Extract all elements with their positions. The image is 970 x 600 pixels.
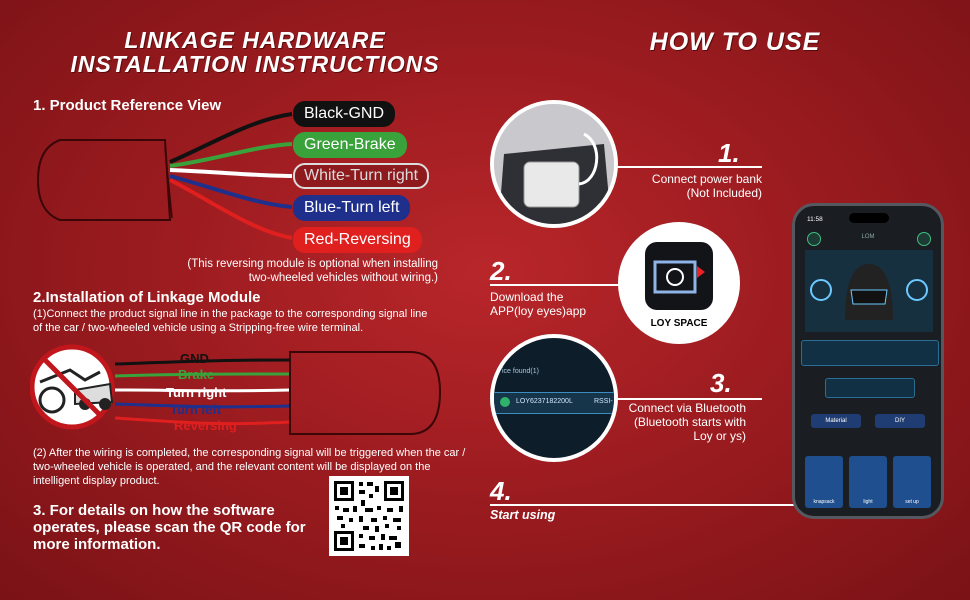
phone-bluetooth-button[interactable] — [807, 232, 821, 246]
bt-device-name: LOY6237182200L — [516, 398, 573, 405]
step4-number: 4. — [490, 476, 512, 506]
step1-text: Connect power bank (Not Included) — [651, 172, 762, 200]
phone-control-row[interactable] — [825, 378, 915, 398]
step4-text: Start using — [490, 508, 556, 522]
helmet-display — [805, 250, 933, 332]
app-icon-label: LOY SPACE — [650, 318, 708, 329]
wire-label-turn-right: Turn right — [166, 385, 227, 400]
step1-line — [614, 166, 762, 168]
power-bank-image — [490, 100, 618, 228]
phone-time: 11:58 — [807, 216, 823, 223]
installation-title: LINKAGE HARDWARE INSTALLATION INSTRUCTIO… — [70, 27, 440, 77]
bluetooth-screen-image: ice found(1) LOY6237182200L RSSI- — [490, 334, 618, 462]
phone-power-button[interactable] — [917, 232, 931, 246]
vehicle-wiring-diagram — [30, 344, 442, 435]
step3-number: 3. — [710, 368, 732, 398]
bt-header: ice found(1) — [502, 368, 539, 375]
section3-heading: 3. For details on how the software opera… — [33, 502, 306, 553]
step2-line — [490, 284, 630, 286]
section1-heading: 1. Product Reference View — [33, 97, 222, 114]
wire-white-turn-right: White-Turn right — [293, 163, 430, 189]
wire-label-reversing: Reversing — [174, 418, 237, 433]
step2-text: Download the APP(loy eyes)app — [490, 290, 587, 318]
section2-desc2: (2) After the wiring is completed, the c… — [33, 447, 466, 487]
section2-desc1: (1)Connect the product signal line in th… — [33, 308, 428, 334]
tile-knapsack[interactable]: knapsack — [805, 456, 843, 508]
wire-label-turn-left: Turn left — [170, 402, 222, 417]
phone-mockup: 11:58 LOM Material DIY knapsack light se… — [792, 203, 944, 519]
wire-green-brake: Green-Brake — [293, 132, 407, 158]
step2-number: 2. — [490, 256, 512, 286]
app-icon[interactable] — [645, 242, 713, 310]
section2-heading: 2.Installation of Linkage Module — [33, 289, 261, 306]
wire-label-brake: Brake — [178, 367, 215, 382]
qr-code — [329, 476, 409, 556]
app-icon-circle: LOY SPACE — [618, 222, 740, 344]
module-diagram — [36, 112, 293, 240]
step1-number: 1. — [718, 138, 740, 168]
material-button[interactable]: Material — [811, 414, 861, 428]
wire-black-gnd: Black-GND — [293, 101, 396, 127]
step3-line — [614, 398, 762, 400]
bt-rssi: RSSI- — [594, 398, 613, 405]
diy-button[interactable]: DIY — [875, 414, 925, 428]
wire-red-reversing: Red-Reversing — [293, 227, 422, 253]
phone-app-name: LOM — [861, 234, 875, 240]
how-to-use-title: HOW TO USE — [649, 28, 821, 56]
tile-set-up-label: set up — [905, 499, 919, 505]
dynamic-island — [849, 213, 889, 223]
tile-light-label: light — [863, 499, 873, 505]
bluetooth-icon — [500, 397, 510, 407]
phone-indicator-row — [801, 340, 939, 366]
step4-line — [490, 504, 796, 506]
wire-label-gnd: GND — [180, 351, 209, 366]
step3-text: Connect via Bluetooth (Bluetooth starts … — [628, 401, 746, 443]
reversing-note: (This reversing module is optional when … — [187, 258, 438, 284]
tile-knapsack-label: knapsack — [813, 499, 835, 505]
bt-list-row[interactable]: LOY6237182200L RSSI- — [494, 392, 614, 414]
wire-blue-turn-left: Blue-Turn left — [293, 195, 411, 221]
tile-light[interactable]: light — [849, 456, 887, 508]
tile-set-up[interactable]: set up — [893, 456, 931, 508]
